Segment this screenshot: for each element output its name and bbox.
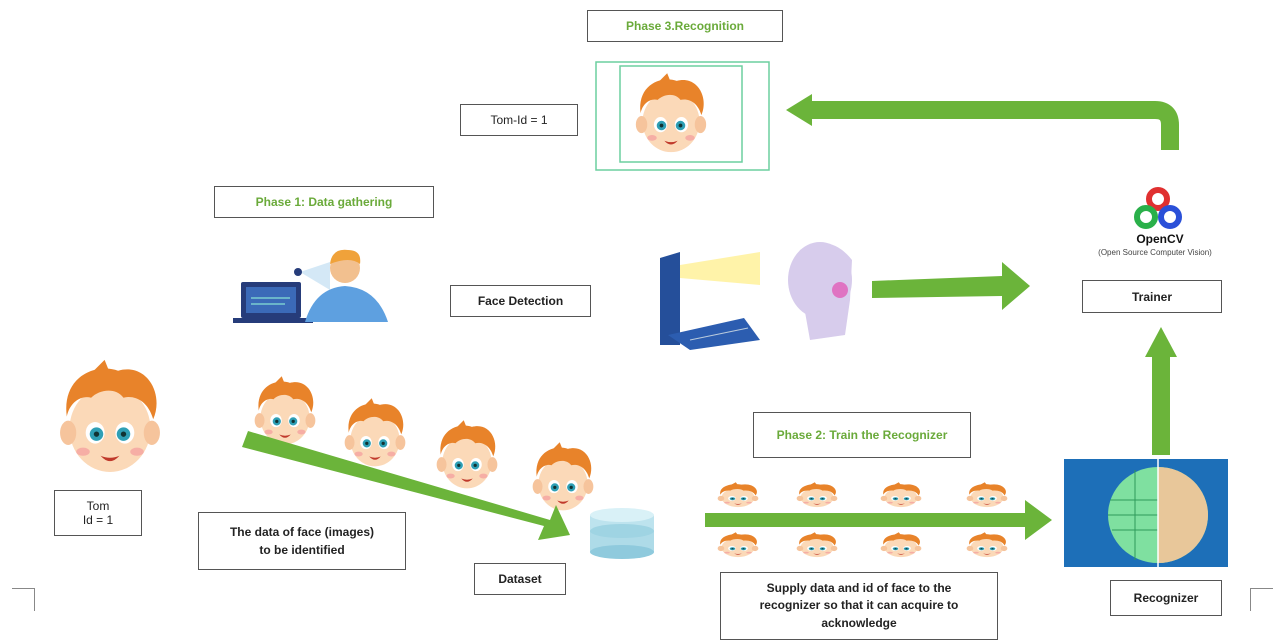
phase3-label-box: Phase 3.Recognition <box>587 10 783 42</box>
tom-face-icon <box>60 359 160 472</box>
phase1-label: Phase 1: Data gathering <box>255 195 393 209</box>
face-detection-box: Face Detection <box>450 285 591 317</box>
face-data-label: The data of face (images) to be identifi… <box>229 525 375 557</box>
tom-name-label: Tom <box>86 499 110 513</box>
feedback-arrow-shaft <box>808 101 1179 150</box>
dataset-box: Dataset <box>474 563 566 595</box>
tom-id-top-box: Tom-Id = 1 <box>460 104 578 136</box>
tom-id-box: Tom Id = 1 <box>54 490 142 536</box>
trainer-box: Trainer <box>1082 280 1222 313</box>
page-corner-mark-right <box>1250 588 1273 611</box>
face-sample-icon <box>532 442 594 511</box>
dataset-label: Dataset <box>498 572 542 586</box>
detection-to-trainer-arrow <box>872 262 1030 310</box>
recognition-outer-frame <box>595 61 770 171</box>
opencv-subtitle: (Open Source Computer Vision) <box>1098 248 1212 257</box>
recognizer-to-trainer-arrow-shaft <box>1152 355 1170 455</box>
opencv-caption: OpenCV (Open Source Computer Vision) <box>1090 232 1230 257</box>
page-corner-mark-left <box>12 588 35 611</box>
phase2-label-box: Phase 2: Train the Recognizer <box>753 412 971 458</box>
face-sample-icon <box>344 398 406 467</box>
faces-to-dataset-arrow <box>242 431 570 540</box>
face-sample-icon <box>254 376 316 445</box>
supply-data-label: Supply data and id of face to the recogn… <box>759 580 959 630</box>
3d-face-mesh-icon <box>1064 459 1228 567</box>
data-to-recognizer-arrow <box>705 500 1052 540</box>
database-icon <box>590 508 654 559</box>
laptop-scanning-head-icon <box>660 242 852 350</box>
recognized-face-icon <box>635 73 707 153</box>
recognizer-box: Recognizer <box>1110 580 1222 616</box>
recognition-inner-frame <box>619 65 743 163</box>
tom-id-top-label: Tom-Id = 1 <box>490 113 548 127</box>
supply-data-box: Supply data and id of face to the recogn… <box>720 572 998 640</box>
phase1-label-box: Phase 1: Data gathering <box>214 186 434 218</box>
trainer-label: Trainer <box>1131 289 1173 304</box>
recognizer-label: Recognizer <box>1133 591 1199 605</box>
opencv-logo-icon <box>1134 187 1182 229</box>
tom-id-label: Id = 1 <box>82 513 114 527</box>
face-sample-icon <box>436 420 498 489</box>
recognizer-to-trainer-arrow-head <box>1145 327 1177 357</box>
feedback-arrow-head <box>786 94 812 126</box>
phase3-label: Phase 3.Recognition <box>625 19 745 33</box>
phase2-label: Phase 2: Train the Recognizer <box>776 428 948 442</box>
face-detection-label: Face Detection <box>477 294 564 308</box>
person-at-laptop-icon <box>233 249 388 323</box>
face-data-box: The data of face (images) to be identifi… <box>198 512 406 570</box>
opencv-name: OpenCV <box>1136 232 1184 246</box>
